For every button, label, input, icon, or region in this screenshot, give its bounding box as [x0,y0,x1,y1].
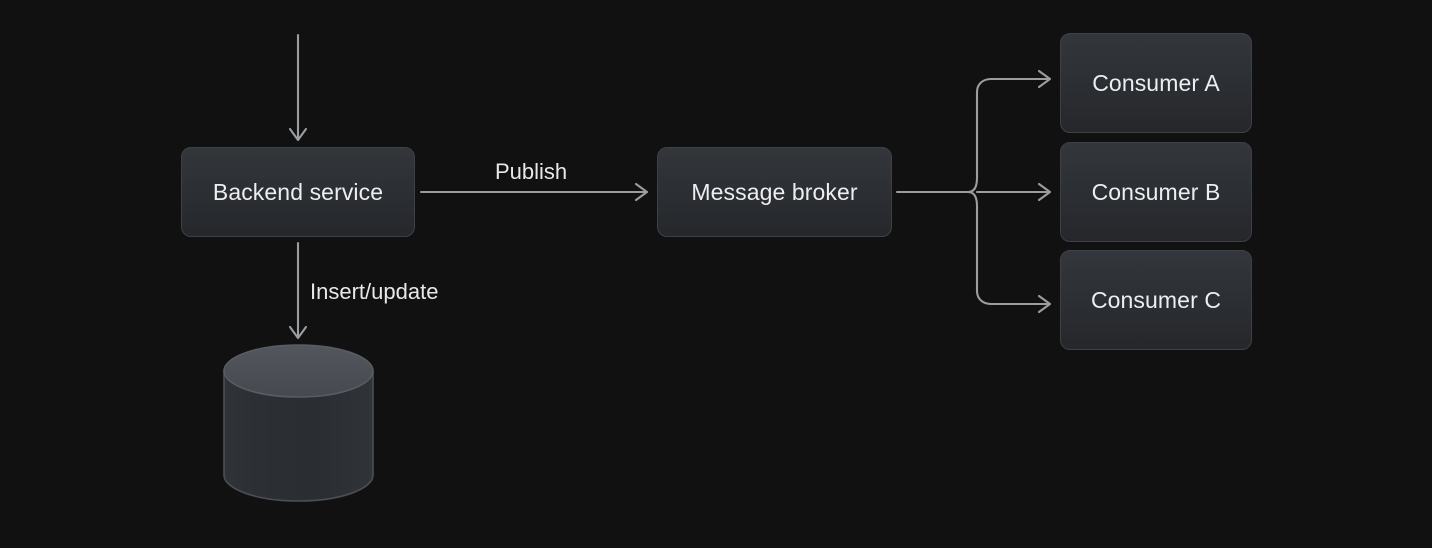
database-cylinder-icon [223,344,374,502]
node-consumer-b[interactable]: Consumer B [1060,142,1252,242]
node-consumer-a[interactable]: Consumer A [1060,33,1252,133]
edge-backend-to-database [288,241,308,340]
edge-label-publish: Publish [495,159,568,184]
node-message-broker[interactable]: Message broker [657,147,892,237]
node-backend-service-label: Backend service [212,178,384,205]
node-consumer-c[interactable]: Consumer C [1060,250,1252,350]
edge-broker-to-consumer-b [975,182,1052,202]
node-backend-service[interactable]: Backend service [181,147,415,237]
edge-label-insert-update: Insert/update [310,279,439,304]
edge-broker-to-consumer-a [966,69,1052,194]
edge-broker-to-consumer-c [966,190,1052,314]
edge-inbound-to-backend [288,33,308,142]
edge-backend-to-broker [419,182,649,202]
node-consumer-b-label: Consumer B [1091,178,1221,205]
node-message-broker-label: Message broker [691,178,858,205]
node-database[interactable] [220,344,378,512]
node-consumer-a-label: Consumer A [1092,69,1220,96]
node-consumer-c-label: Consumer C [1090,286,1222,313]
